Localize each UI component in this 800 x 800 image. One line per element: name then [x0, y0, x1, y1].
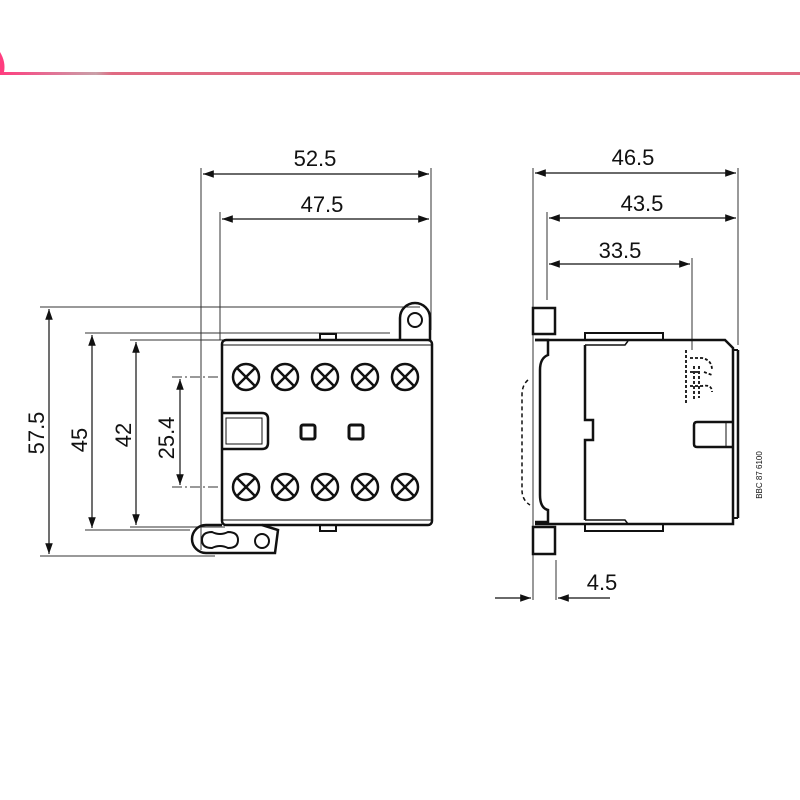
- dim-body-depth: 43.5: [621, 191, 664, 216]
- dim-overall-height: 57.5: [24, 412, 49, 455]
- dim-overall-depth: 46.5: [612, 145, 655, 170]
- dim-terminal-block-height: 42: [111, 423, 136, 447]
- front-view: [40, 168, 434, 557]
- dim-rail-offset: 4.5: [587, 570, 618, 595]
- drawing-code: BBC 87 6100: [755, 451, 764, 499]
- corner-mark: [0, 52, 5, 72]
- dim-body-height: 45: [67, 428, 92, 452]
- dim-mounting-depth: 33.5: [599, 238, 642, 263]
- top-accent-line: [0, 72, 800, 75]
- dim-terminal-row-spacing: 25.4: [154, 417, 179, 460]
- terminal-row-bottom: [231, 472, 420, 502]
- terminal-row-top: [231, 362, 420, 392]
- dim-body-width: 47.5: [301, 192, 344, 217]
- side-view: [495, 168, 740, 602]
- dim-overall-width: 52.5: [294, 146, 337, 171]
